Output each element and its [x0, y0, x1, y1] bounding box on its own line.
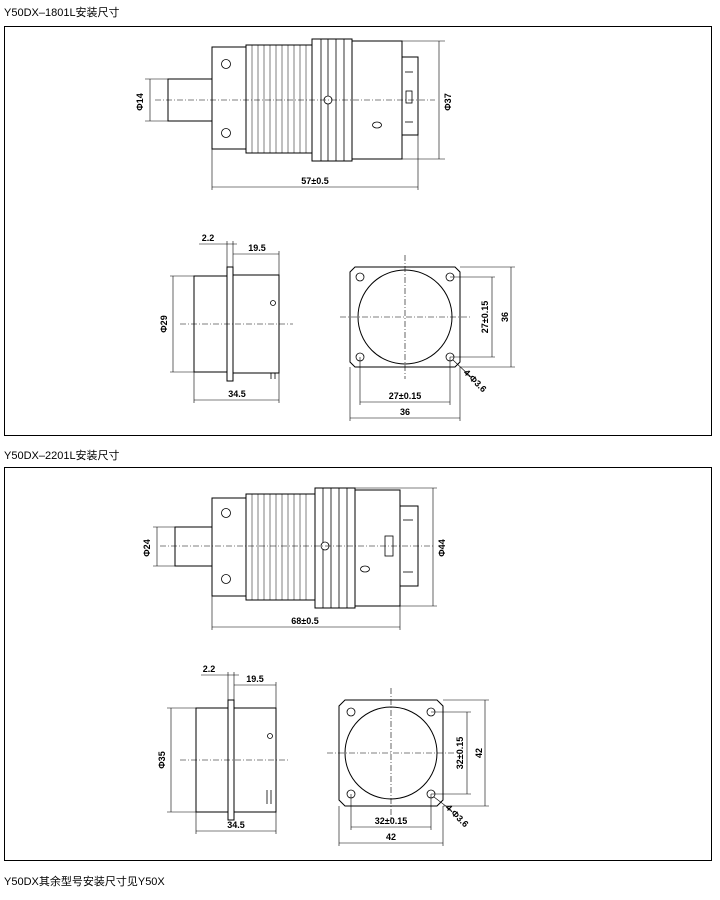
dim-shell-dia: Φ37 [443, 93, 453, 110]
dim-hole-spacing-h: 27±0.15 [389, 391, 421, 401]
dim-rear-len: 34.5 [227, 820, 245, 830]
dim-hole-spacing-v: 32±0.15 [455, 737, 465, 769]
dim-body-dia: Φ29 [159, 315, 169, 332]
flange-hole-top [221, 59, 231, 69]
rear-shell [354, 489, 401, 607]
dim-front-dia: Φ14 [135, 93, 145, 110]
connector-drawing-2201l: Φ24 Φ44 68±0.5 2.2 19.5 Φ35 [142, 487, 489, 846]
dim-shell-dia: Φ44 [437, 539, 447, 556]
side-view-1801l: Φ14 Φ37 57±0.5 [135, 38, 453, 190]
drawing-panel-1801l: Φ14 Φ37 57±0.5 2.2 19.5 Φ29 [4, 26, 712, 436]
front-view-1801l: 27±0.15 36 27±0.15 36 4-Φ3.6 [340, 255, 515, 421]
footer-note: Y50DX其余型号安装尺寸见Y50X [4, 876, 165, 888]
front-view-2201l: 32±0.15 42 32±0.15 42 4-Φ3.6 [327, 688, 489, 846]
dim-flange-size-h: 42 [386, 832, 396, 842]
dim-flange-size-h: 36 [400, 407, 410, 417]
ribbed-nut [245, 493, 316, 601]
connector-drawing-1801l: Φ14 Φ37 57±0.5 2.2 19.5 Φ29 [135, 38, 515, 421]
front-tube [174, 526, 216, 567]
profile-view-1801l: 2.2 19.5 Φ29 34.5 [159, 233, 293, 403]
dim-flange-to-end: 19.5 [248, 243, 266, 253]
dim-front-dia: Φ24 [142, 539, 152, 556]
key-slot [360, 565, 370, 573]
receptacle-face [357, 269, 453, 365]
section2-title: Y50DX–2201L安装尺寸 [4, 450, 120, 462]
side-view-2201l: Φ24 Φ44 68±0.5 [142, 487, 447, 630]
section1-title: Y50DX–1801L安装尺寸 [4, 7, 120, 19]
profile-view-2201l: 2.2 19.5 Φ35 34.5 [157, 664, 290, 834]
dim-rear-len: 34.5 [228, 389, 246, 399]
dim-flange-thk: 2.2 [203, 664, 216, 674]
dim-hole-spacing-v: 27±0.15 [480, 301, 490, 333]
flange-hole-bottom [221, 128, 231, 138]
dim-flange-to-end: 19.5 [246, 674, 264, 684]
coupling-ring [314, 487, 356, 609]
drawing-panel-2201l: Φ24 Φ44 68±0.5 2.2 19.5 Φ35 [4, 467, 712, 861]
key-slot [372, 121, 382, 129]
dim-length: 57±0.5 [301, 176, 328, 186]
dim-body-dia: Φ35 [157, 751, 167, 768]
dim-hole-spacing-h: 32±0.15 [375, 816, 407, 826]
dim-holes: 4-Φ3.6 [462, 367, 489, 394]
dim-flange-size-v: 36 [500, 312, 510, 322]
dim-flange-thk: 2.2 [202, 233, 215, 243]
dim-length: 68±0.5 [291, 616, 318, 626]
dim-holes: 4-Φ3.6 [444, 802, 471, 829]
rear-body [195, 707, 229, 813]
rear-cap [401, 56, 419, 136]
dim-flange-size-v: 42 [474, 748, 484, 758]
ribbed-nut [245, 44, 313, 154]
